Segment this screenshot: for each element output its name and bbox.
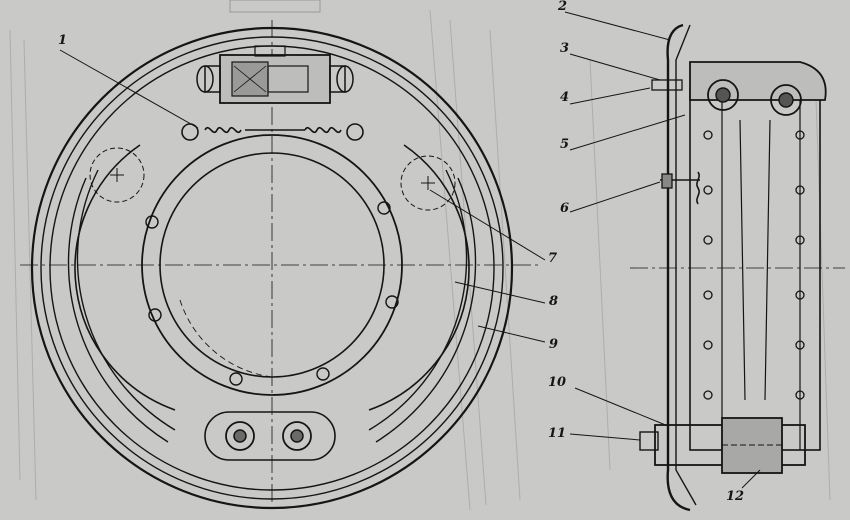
callout-4: 4 — [560, 90, 569, 105]
hub-bore — [159, 152, 385, 378]
brake-drum-inner — [40, 36, 504, 500]
cylinder-section — [689, 61, 827, 101]
inspection-hole-left — [89, 147, 145, 203]
hub-flange — [141, 134, 403, 396]
callout-labels: 1 2 3 4 5 6 7 8 9 10 11 12 — [58, 0, 744, 504]
callout-5: 5 — [560, 137, 569, 152]
callout-9: 9 — [549, 337, 558, 352]
callout-11: 11 — [548, 426, 566, 441]
right-shoe-web — [368, 144, 470, 411]
brake-drum-outer — [30, 26, 514, 510]
callout-3: 3 — [560, 41, 569, 56]
lining-rivets — [703, 130, 805, 400]
callout-2: 2 — [557, 0, 567, 14]
callout-12: 12 — [726, 489, 744, 504]
callout-8: 8 — [549, 294, 558, 309]
flange-bolt-holes — [145, 201, 399, 386]
callout-6: 6 — [560, 201, 569, 216]
right-shoe-lining — [368, 169, 468, 431]
side-leaders — [564, 11, 761, 489]
wheel-cylinder — [196, 45, 354, 104]
callout-1: 1 — [58, 33, 67, 48]
inspection-hole-right — [400, 155, 456, 211]
bleed-through-texture — [9, 9, 831, 511]
backing-plate-section — [666, 23, 691, 512]
front-view — [20, 20, 546, 510]
left-shoe-web — [74, 144, 176, 411]
front-leaders — [59, 49, 546, 343]
left-shoe-lining — [76, 169, 176, 431]
side-section-view — [564, 11, 845, 512]
callout-7: 7 — [548, 251, 557, 266]
callout-10: 10 — [548, 375, 566, 390]
anchor-pins — [204, 411, 336, 461]
